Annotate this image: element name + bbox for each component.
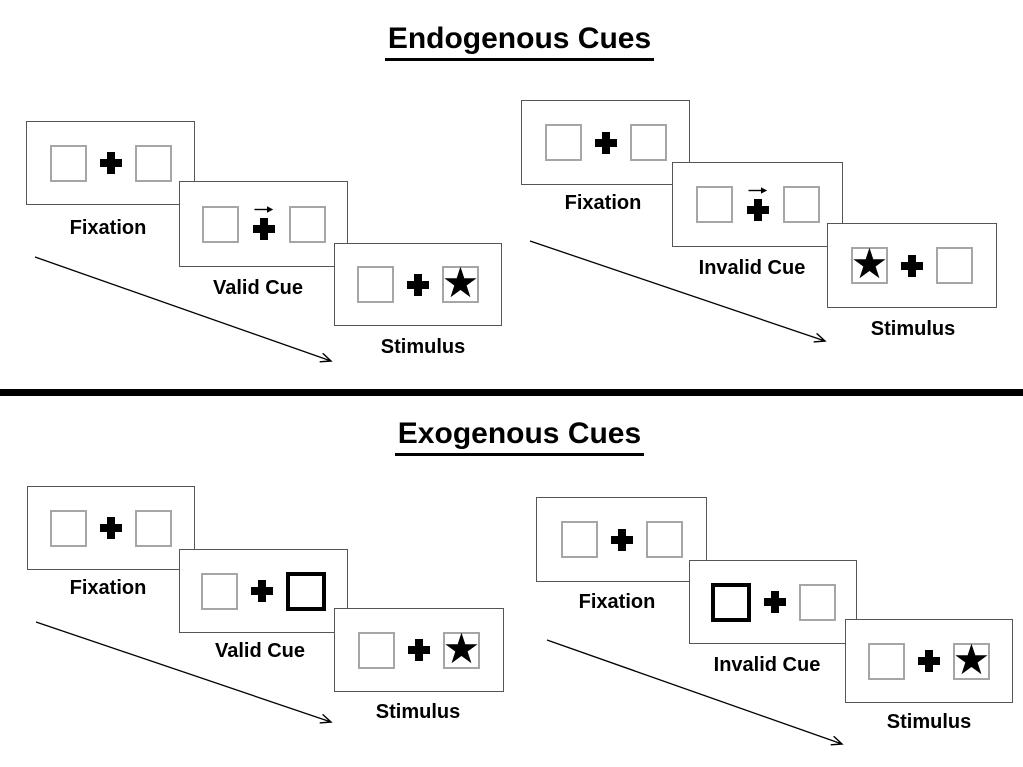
star-icon: ★ — [442, 623, 481, 673]
frame-label-cue: Valid Cue — [214, 640, 306, 662]
highlighted-cue-box — [710, 582, 751, 622]
left-placeholder-box — [560, 521, 598, 558]
cue-screen — [689, 560, 857, 644]
cue-screen — [179, 549, 348, 633]
right-arrow-icon — [254, 206, 273, 213]
stimulus-screen: ★ — [334, 608, 504, 692]
frame-label-stimulus: Stimulus — [375, 701, 461, 723]
left-placeholder-box — [544, 124, 582, 161]
left-placeholder-box — [201, 205, 239, 243]
frame-label-stimulus: Stimulus — [380, 336, 466, 358]
fixation-cross-icon — [408, 639, 430, 661]
frame-label-cue: Invalid Cue — [713, 654, 821, 676]
left-placeholder-box — [868, 642, 905, 680]
right-placeholder-box — [629, 124, 667, 161]
central-arrow-cue — [252, 205, 276, 243]
right-placeholder-box — [645, 521, 683, 558]
stimulus-screen: ★ — [827, 223, 997, 308]
section-title-exogenous: Exogenous Cues — [8, 417, 1023, 456]
section-title-text: Exogenous Cues — [394, 417, 645, 456]
fixation-cross-icon — [610, 528, 633, 551]
fixation-cross-icon — [99, 152, 122, 174]
section-title-text: Endogenous Cues — [384, 22, 655, 61]
frame-label-fixation: Fixation — [69, 577, 147, 599]
fixation-screen — [27, 486, 195, 570]
star-stimulus-box: ★ — [442, 262, 480, 304]
left-placeholder-box — [201, 572, 238, 610]
frame-label-fixation: Fixation — [578, 591, 656, 613]
cue-screen — [672, 162, 843, 247]
fixation-screen — [521, 100, 690, 185]
fixation-cross-icon — [251, 580, 273, 602]
star-stimulus-box: ★ — [851, 243, 889, 285]
left-placeholder-box — [357, 266, 394, 303]
right-arrow-icon — [748, 186, 767, 194]
left-placeholder-box — [695, 186, 733, 223]
fixation-screen — [26, 121, 195, 205]
fixation-cross-icon — [746, 198, 769, 221]
frame-label-cue: Valid Cue — [212, 277, 304, 299]
star-icon: ★ — [850, 239, 889, 288]
right-placeholder-box — [782, 186, 820, 223]
fixation-cross-icon — [594, 131, 617, 154]
fixation-cross-icon — [100, 517, 122, 539]
fixation-screen — [536, 497, 707, 582]
section-divider — [0, 389, 1023, 396]
right-placeholder-box — [288, 205, 326, 243]
fixation-cross-icon — [763, 591, 786, 613]
frame-label-stimulus: Stimulus — [870, 318, 956, 340]
fixation-cross-icon — [252, 218, 275, 240]
highlighted-cue-box — [286, 571, 326, 611]
star-stimulus-box: ★ — [443, 627, 481, 669]
fixation-cross-icon — [901, 254, 923, 277]
stimulus-screen: ★ — [334, 243, 502, 326]
left-placeholder-box — [49, 144, 87, 182]
frame-label-fixation: Fixation — [69, 217, 147, 239]
left-placeholder-box — [358, 631, 395, 669]
star-icon: ★ — [441, 258, 480, 307]
time-arrow-exogenous-valid — [35, 621, 333, 724]
stimulus-screen: ★ — [845, 619, 1013, 703]
frame-label-stimulus: Stimulus — [886, 711, 972, 733]
right-placeholder-box — [135, 509, 172, 547]
section-title-endogenous: Endogenous Cues — [8, 22, 1023, 61]
star-icon: ★ — [952, 634, 991, 684]
central-arrow-cue — [746, 186, 770, 224]
right-placeholder-box — [134, 144, 172, 182]
right-placeholder-box — [798, 583, 836, 621]
left-placeholder-box — [50, 509, 87, 547]
time-arrow-endogenous-valid — [34, 256, 333, 363]
fixation-cross-icon — [918, 650, 940, 672]
frame-label-fixation: Fixation — [564, 192, 642, 214]
right-placeholder-box — [936, 247, 973, 284]
fixation-cross-icon — [407, 273, 429, 296]
cue-screen — [179, 181, 348, 267]
star-stimulus-box: ★ — [953, 638, 991, 680]
frame-label-cue: Invalid Cue — [698, 257, 806, 279]
